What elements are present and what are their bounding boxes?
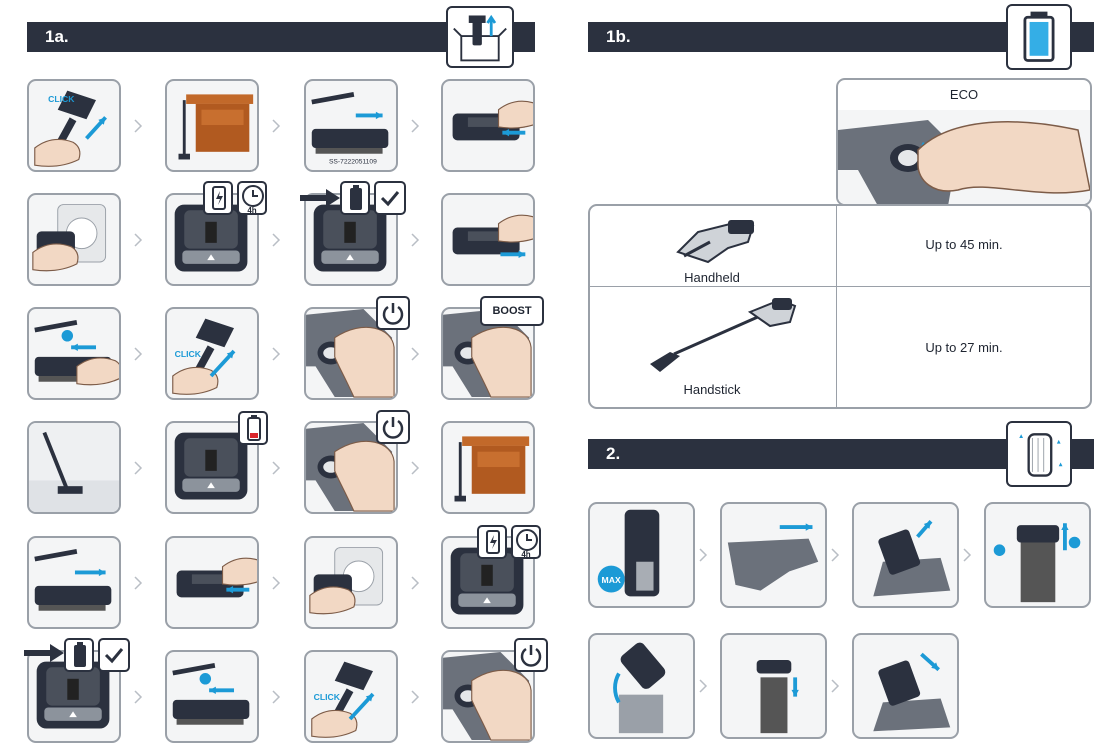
step-twist-filter [984, 502, 1091, 608]
chevron-right-icon [133, 233, 143, 247]
chevron-right-icon [410, 347, 420, 361]
chevron-right-icon [410, 690, 420, 704]
step-remove-bin [852, 502, 959, 608]
step-store-on-desk [165, 79, 259, 172]
max-label: MAX [602, 575, 621, 585]
box-unpack-icon [446, 6, 514, 68]
chevron-right-icon [830, 548, 840, 562]
step-detach-brush [27, 307, 121, 400]
step-slide-bin [720, 502, 827, 608]
chevron-right-icon [410, 233, 420, 247]
chevron-right-icon [133, 690, 143, 704]
step-insert-battery [441, 79, 535, 172]
handstick-illustration [630, 292, 800, 382]
step-insert-filter [720, 633, 827, 739]
click-label: CLICK [48, 94, 75, 104]
charge-time-label: 4h [521, 550, 531, 559]
boost-badge: BOOST [480, 296, 544, 326]
battery-low-icon [238, 411, 268, 445]
checkmark-icon [374, 181, 406, 215]
charge-time-label: 4h [247, 206, 257, 215]
chevron-right-icon [133, 347, 143, 361]
insert-arrow-icon [24, 643, 64, 668]
battery-full-icon [340, 181, 370, 215]
step-park-desk [441, 421, 535, 514]
step-remove-brush [165, 650, 259, 743]
charging-icon [477, 525, 507, 559]
chevron-right-icon [271, 461, 281, 475]
handheld-label: Handheld [684, 270, 740, 285]
section-1b-title: 1b. [606, 27, 631, 46]
chevron-right-icon [271, 690, 281, 704]
eco-mode-label: ECO [838, 80, 1090, 111]
power-icon [376, 296, 410, 330]
runtime-divider-v [836, 205, 837, 407]
step-connect-cable [165, 536, 259, 629]
battery-full-icon [64, 638, 94, 672]
serial-label: SS-7222051109 [329, 158, 377, 165]
insert-arrow-icon [300, 188, 340, 213]
power-icon [376, 410, 410, 444]
step-low-battery-dock [165, 421, 259, 514]
step-insert-brush: SS-7222051109 [304, 79, 398, 172]
handstick-label: Handstick [683, 382, 741, 397]
step-click-tube: CLICK [165, 307, 259, 400]
handstick-runtime: Up to 27 min. [925, 340, 1003, 355]
click-label: CLICK [175, 349, 202, 359]
runtime-table [588, 204, 1092, 409]
step-empty-bin-max: MAX [588, 502, 695, 608]
battery-full-icon [1006, 4, 1072, 70]
section-2-title: 2. [606, 444, 621, 463]
power-icon [514, 638, 548, 672]
runtime-divider-h [589, 286, 1091, 287]
chevron-right-icon [410, 576, 420, 590]
chevron-right-icon [133, 576, 143, 590]
chevron-right-icon [133, 461, 143, 475]
step-attach-nozzle: CLICK [27, 79, 121, 172]
step-vacuum-floor [27, 421, 121, 514]
eco-button-illustration [838, 110, 1090, 204]
chevron-right-icon [271, 233, 281, 247]
click-label: CLICK [314, 692, 341, 702]
chevron-right-icon [830, 679, 840, 693]
boost-label: BOOST [492, 305, 532, 317]
chevron-right-icon [698, 679, 708, 693]
step-empty-dirt [588, 633, 695, 739]
section-1a-title: 1a. [45, 27, 69, 46]
chevron-right-icon [271, 347, 281, 361]
chevron-right-icon [133, 119, 143, 133]
step-remove-battery [441, 193, 535, 286]
handheld-illustration [668, 212, 768, 270]
charging-icon [203, 181, 233, 215]
chevron-right-icon [271, 119, 281, 133]
clock-icon: 4h [237, 181, 267, 215]
step-full-dock [27, 650, 121, 743]
chevron-right-icon [410, 119, 420, 133]
step-click-handle: CLICK [304, 650, 398, 743]
chevron-right-icon [962, 548, 972, 562]
step-plug-charger [27, 193, 121, 286]
eco-image-panel: ECO [836, 78, 1092, 206]
step-attach-brush [27, 536, 121, 629]
step-reattach-bin [852, 633, 959, 739]
clock-icon: 4h [511, 525, 541, 559]
handheld-runtime: Up to 45 min. [925, 237, 1003, 252]
filter-sparkle-icon [1006, 421, 1072, 487]
step-wall-plug [304, 536, 398, 629]
chevron-right-icon [271, 576, 281, 590]
chevron-right-icon [698, 548, 708, 562]
step-power-button [441, 650, 535, 743]
chevron-right-icon [410, 461, 420, 475]
checkmark-icon [98, 638, 130, 672]
